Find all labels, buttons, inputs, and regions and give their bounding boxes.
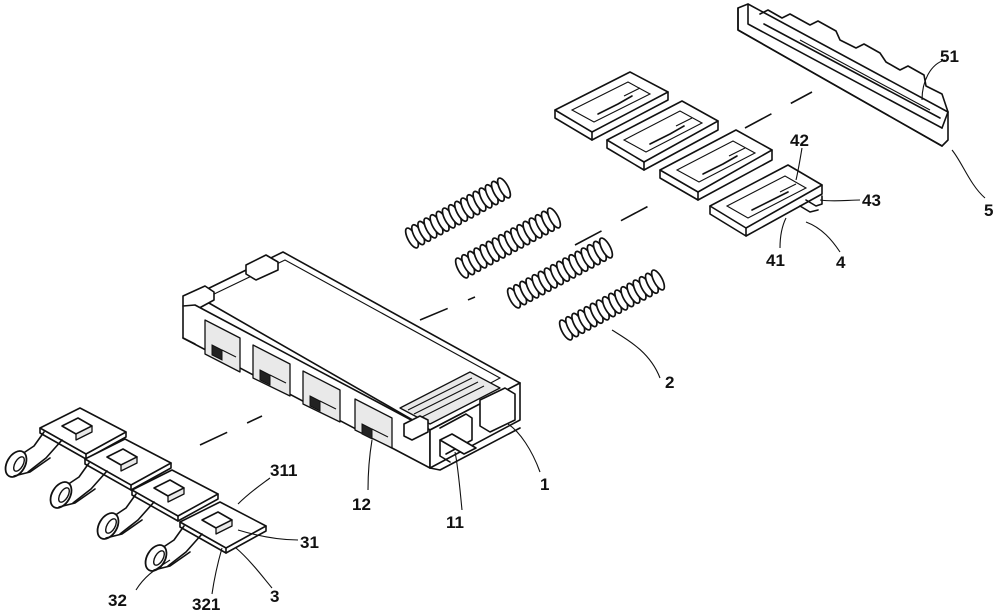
terminal-4 [141,502,266,575]
label-2: 2 [665,373,674,392]
label-43: 43 [862,191,881,210]
label-51: 51 [940,47,959,66]
label-5: 5 [984,201,993,220]
label-12: 12 [352,495,371,514]
label-42: 42 [790,131,809,150]
label-311: 311 [270,461,297,480]
label-1: 1 [540,475,549,494]
label-32: 32 [108,591,127,610]
label-11: 11 [446,513,464,532]
label-4: 4 [836,253,846,272]
part-2-springs [403,176,667,341]
label-41: 41 [766,251,785,270]
part-4-contact-plates [555,72,822,236]
label-321: 321 [192,595,220,614]
label-31: 31 [300,533,319,552]
part-1-housing [183,252,520,470]
label-3: 3 [270,587,279,606]
part-5-holder-strip [738,4,948,146]
spring-4 [557,268,667,341]
